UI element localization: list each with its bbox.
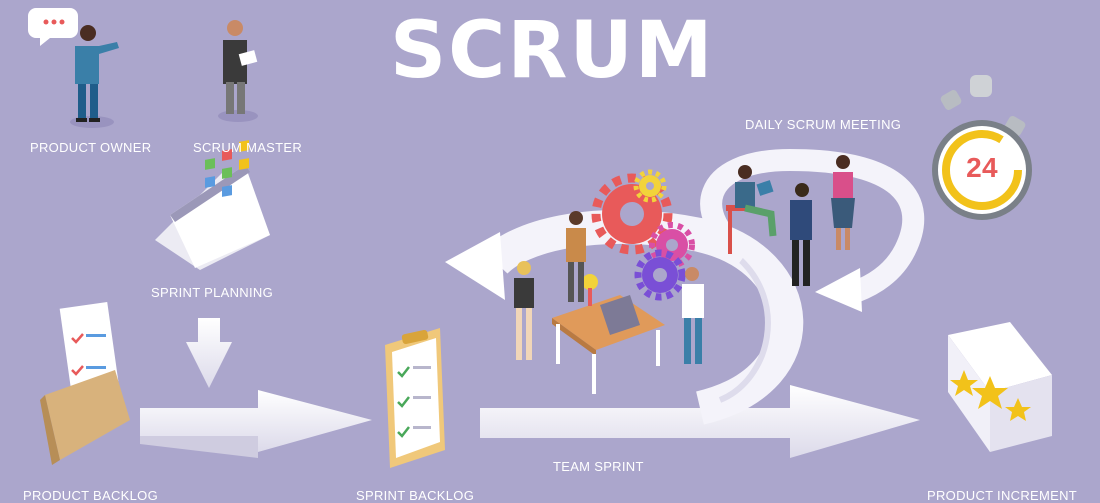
daily-cycle-arrow-icon <box>700 148 925 312</box>
page-title: SCRUM <box>390 6 715 96</box>
star-icon <box>950 370 978 396</box>
daily-meeting-person-icon <box>831 155 855 250</box>
calendar-icon <box>155 140 270 270</box>
star-icon <box>1005 398 1031 421</box>
stopwatch-icon <box>932 75 1032 220</box>
daily-meeting-person-icon <box>726 165 777 254</box>
folder-icon <box>40 302 130 465</box>
speech-bubble-icon <box>28 8 78 46</box>
product-increment-label: PRODUCT INCREMENT <box>927 488 1078 503</box>
star-icon <box>972 376 1008 409</box>
arrow-to-sprint-backlog-icon <box>140 390 372 458</box>
team-sprint-label: TEAM SPRINT <box>553 459 644 474</box>
gear-icon <box>634 249 686 301</box>
team-member-person-icon <box>682 267 704 364</box>
product-owner-person-icon <box>70 25 119 128</box>
daily-scrum-meeting-label: DAILY SCRUM MEETING <box>745 117 902 132</box>
gear-icon <box>633 169 667 203</box>
desk-icon <box>552 274 665 394</box>
team-member-person-icon <box>566 211 586 302</box>
down-arrow-icon <box>186 318 232 388</box>
clipboard-icon <box>385 328 445 468</box>
scrum-master-label: SCRUM MASTER <box>193 140 303 155</box>
sprint-backlog-label: SPRINT BACKLOG <box>356 488 475 503</box>
gear-icon <box>649 222 695 268</box>
team-member-person-icon <box>514 261 534 360</box>
product-owner-label: PRODUCT OWNER <box>30 140 152 155</box>
daily-meeting-person-icon <box>790 183 812 286</box>
stopwatch-hours-label: 24 <box>966 152 998 183</box>
product-backlog-label: PRODUCT BACKLOG <box>23 488 159 503</box>
scrum-master-person-icon <box>218 20 258 122</box>
sprint-planning-label: SPRINT PLANNING <box>151 285 274 300</box>
